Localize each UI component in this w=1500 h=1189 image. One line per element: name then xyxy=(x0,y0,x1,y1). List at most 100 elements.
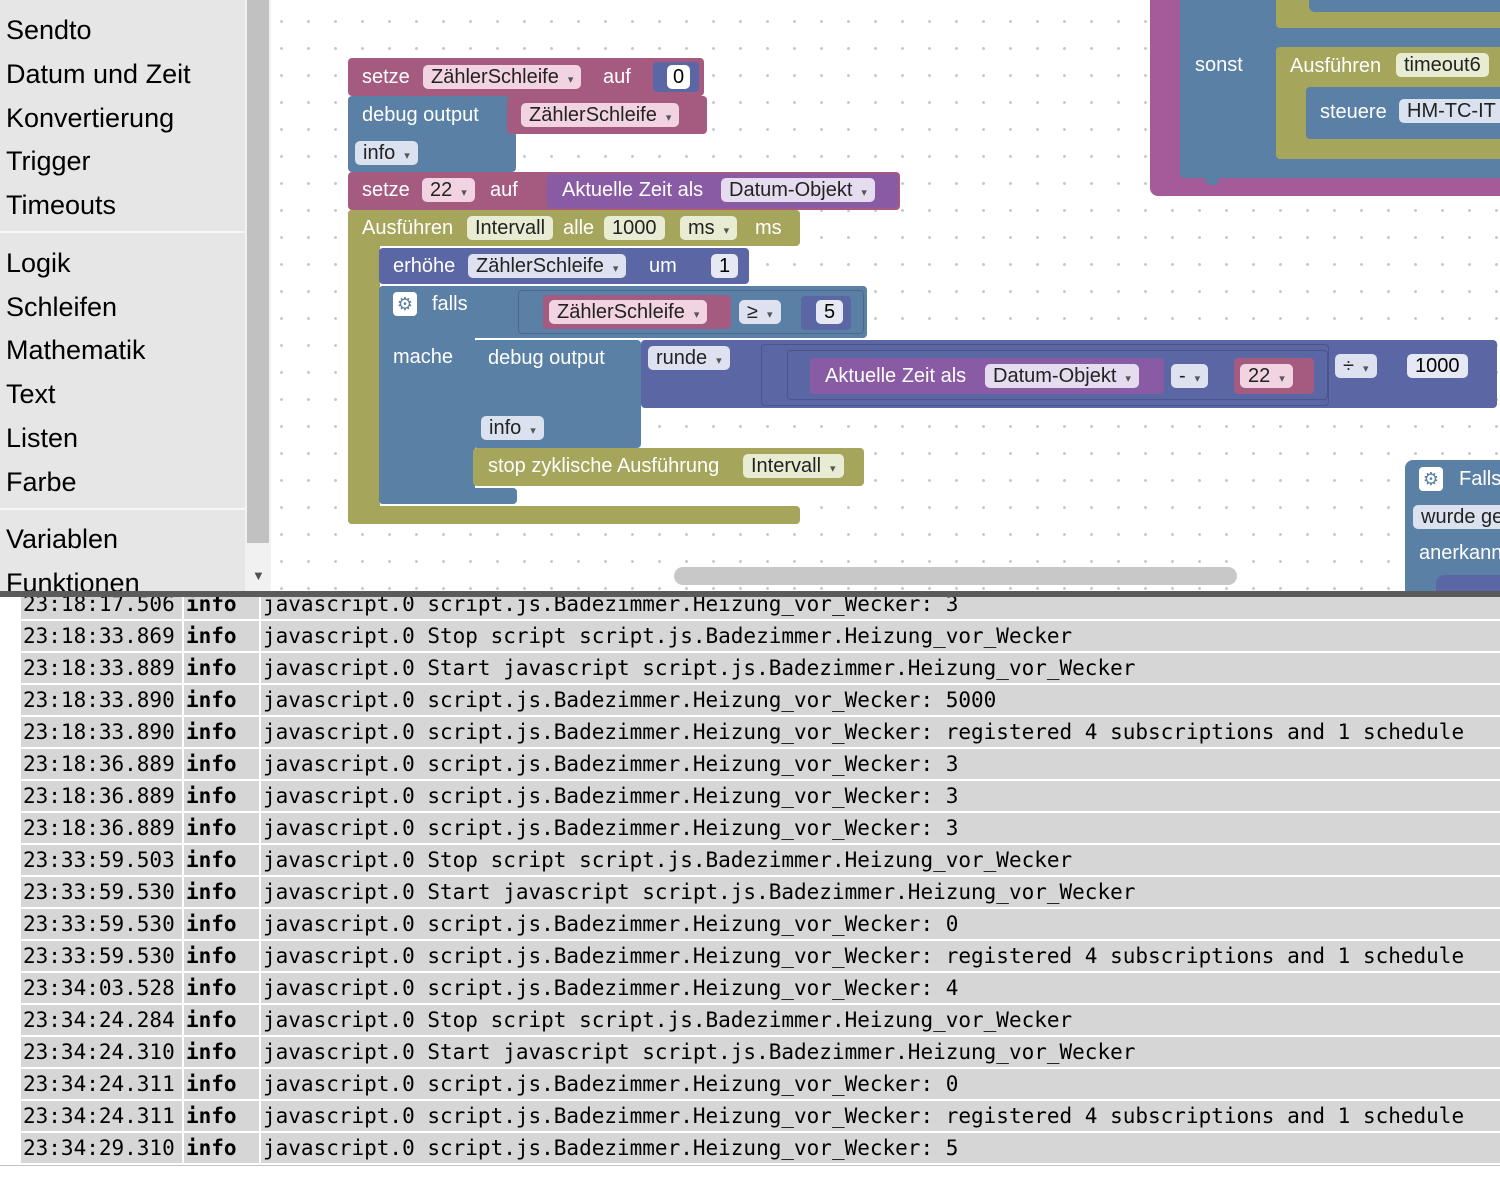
toolbox-category-trigger[interactable]: Trigger xyxy=(6,146,91,176)
log-message: javascript.0 script.js.Badezimmer.Heizun… xyxy=(263,976,959,1000)
variable-dropdown[interactable]: 22▾ xyxy=(422,178,475,202)
column-divider xyxy=(259,941,261,971)
dropdown-caret-icon: ▾ xyxy=(766,309,773,321)
log-severity: info xyxy=(186,848,237,872)
interval-name: Intervall xyxy=(751,455,822,477)
nested-block[interactable] xyxy=(1436,575,1500,591)
column-divider xyxy=(259,845,261,875)
column-divider xyxy=(182,1037,184,1067)
log-time: 23:18:36.889 xyxy=(23,816,175,840)
toolbox-scrollbar[interactable]: ▼ xyxy=(245,0,271,591)
log-message: javascript.0 script.js.Badezimmer.Heizun… xyxy=(263,688,997,712)
operator-dropdown[interactable]: ≥▾ xyxy=(739,300,781,324)
toolbox-separator xyxy=(0,508,245,510)
column-divider xyxy=(182,845,184,875)
interval-unit-dropdown[interactable]: ms▾ xyxy=(680,216,738,240)
log-level-dropdown[interactable]: info▾ xyxy=(481,416,544,440)
interval-name-field[interactable]: Intervall xyxy=(467,216,554,240)
timeout-name-field[interactable]: timeout6 xyxy=(1396,53,1489,77)
toolbox-category-logik[interactable]: Logik xyxy=(6,248,71,278)
toolbox-category-text[interactable]: Text xyxy=(6,379,56,409)
increment-label: erhöhe xyxy=(393,255,456,277)
interval-name-dropdown[interactable]: Intervall ▾ xyxy=(743,454,844,478)
time-format: Datum-Objekt xyxy=(993,365,1117,387)
variable-dropdown[interactable]: 22▾ xyxy=(1240,364,1293,388)
toolbox-category-farbe[interactable]: Farbe xyxy=(6,467,77,497)
gear-icon[interactable]: ⚙ xyxy=(393,292,417,316)
column-divider xyxy=(259,1101,261,1131)
device-field[interactable]: HM-TC-IT xyxy=(1399,99,1500,123)
toolbox-category-timeouts[interactable]: Timeouts xyxy=(6,190,117,220)
scroll-down-arrow-icon[interactable]: ▼ xyxy=(252,568,265,583)
if-block-bottom xyxy=(379,488,517,504)
to-label: auf xyxy=(490,179,518,201)
else-label: sonst xyxy=(1195,54,1243,76)
log-level-dropdown[interactable]: info▾ xyxy=(355,141,418,165)
variable-dropdown[interactable]: ZählerSchleife▾ xyxy=(521,103,680,127)
toolbox-category-variablen[interactable]: Variablen xyxy=(6,524,119,554)
divide-operator-dropdown[interactable]: ÷▾ xyxy=(1335,354,1377,378)
gear-icon[interactable]: ⚙ xyxy=(1419,467,1443,491)
column-divider xyxy=(182,909,184,939)
dropdown-caret-icon: ▾ xyxy=(830,463,836,475)
toolbox-category-listen[interactable]: Listen xyxy=(6,423,79,453)
divisor-field[interactable]: 1000 xyxy=(1407,354,1468,378)
log-severity: info xyxy=(186,1072,237,1096)
log-time: 23:34:29.310 xyxy=(23,1136,175,1160)
toolbox-category-sendto[interactable]: Sendto xyxy=(6,15,92,45)
variable-dropdown[interactable]: ZählerSchleife▾ xyxy=(468,254,627,278)
toolbox-category-schleifen[interactable]: Schleifen xyxy=(6,292,118,322)
toolbox-category-funktionen[interactable]: Funktionen xyxy=(6,568,140,591)
panel-divider[interactable] xyxy=(0,591,1500,597)
number-field[interactable]: 0 xyxy=(667,65,691,89)
nested-inner-block[interactable] xyxy=(1309,0,1500,12)
log-message: javascript.0 script.js.Badezimmer.Heizun… xyxy=(263,816,959,840)
round-dropdown[interactable]: runde▾ xyxy=(648,346,730,370)
log-severity: info xyxy=(186,688,237,712)
toolbox-category-konvertierung[interactable]: Konvertierung xyxy=(6,103,175,133)
log-severity: info xyxy=(186,1136,237,1160)
log-time: 23:34:03.528 xyxy=(23,976,175,1000)
variable-dropdown[interactable]: ZählerSchleife▾ xyxy=(423,65,582,89)
dropdown-caret-icon: ▾ xyxy=(665,112,672,124)
column-divider xyxy=(259,1037,261,1067)
workspace-horizontal-scrollbar[interactable] xyxy=(674,567,1237,585)
time-format-dropdown[interactable]: Datum-Objekt▾ xyxy=(985,364,1139,388)
log-severity: info xyxy=(186,912,237,936)
divide-op: ÷ xyxy=(1343,355,1354,377)
toolbox-category-mathematik[interactable]: Mathematik xyxy=(6,335,146,365)
increment-value-field[interactable]: 1 xyxy=(711,254,739,278)
toolbox-category-datum-und-zeit[interactable]: Datum und Zeit xyxy=(6,59,191,89)
interval-value-field[interactable]: 1000 xyxy=(604,216,665,240)
minus-operator-dropdown[interactable]: -▾ xyxy=(1171,364,1209,388)
time-format-dropdown[interactable]: Datum-Objekt▾ xyxy=(721,178,875,202)
dropdown-caret-icon: ▾ xyxy=(716,355,722,367)
current-time-label: Aktuelle Zeit als xyxy=(825,365,967,387)
interval-unit: ms xyxy=(688,217,715,239)
acknowledged-label: anerkann xyxy=(1419,542,1500,564)
variable-dropdown[interactable]: ZählerSchleife▾ xyxy=(549,300,708,324)
compare-value-field[interactable]: 5 xyxy=(816,300,844,324)
toolbox-scrollbar-thumb[interactable] xyxy=(247,0,269,543)
block-notch xyxy=(1205,177,1219,185)
blockly-workspace[interactable]: sonst Ausführen timeout6 steuere HM-TC-I… xyxy=(271,0,1500,591)
condition-field[interactable]: wurde ge xyxy=(1413,505,1500,529)
